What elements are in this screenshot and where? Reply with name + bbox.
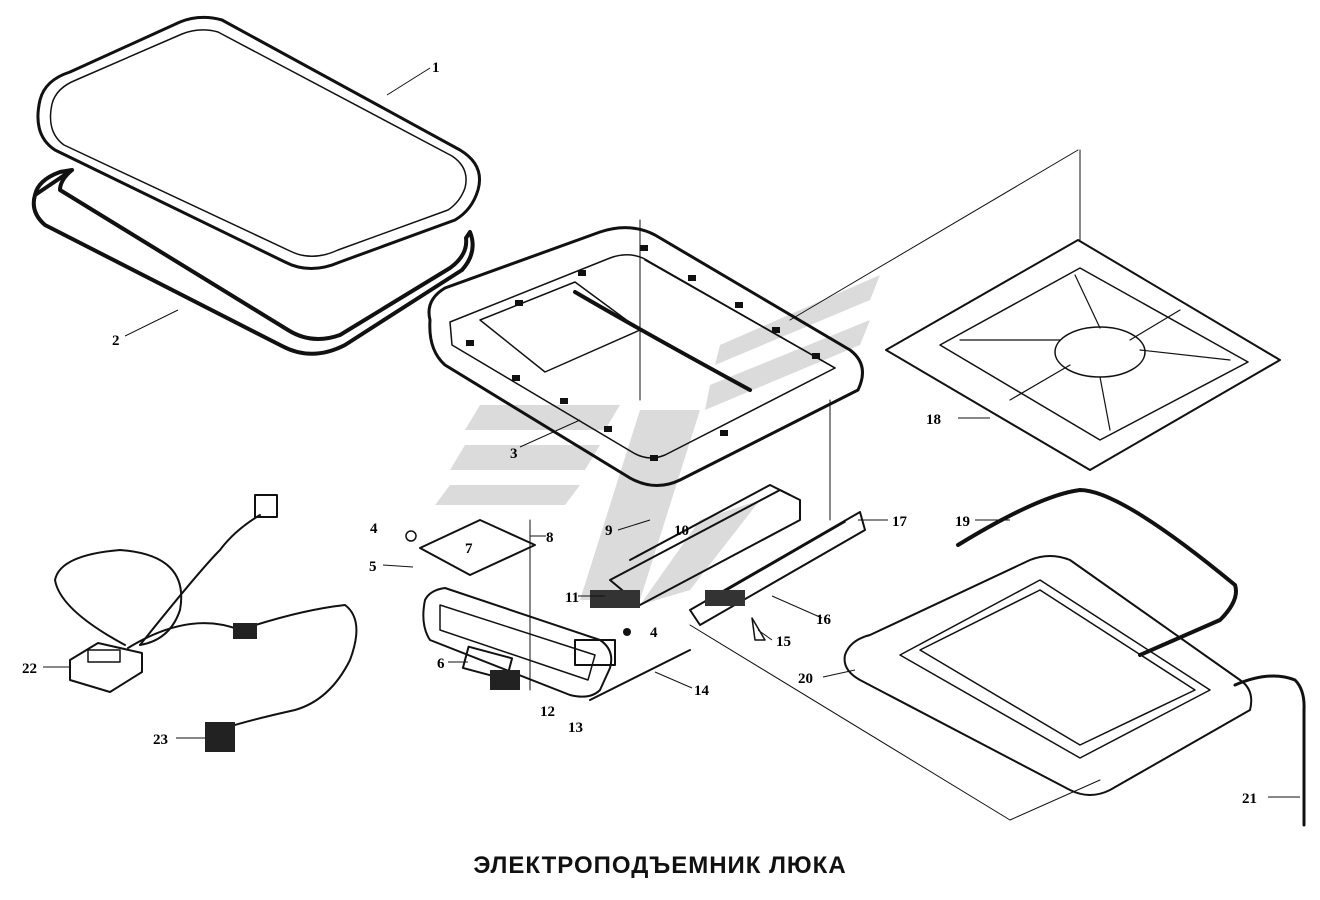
callout-5: 5 — [369, 559, 377, 575]
callout-2: 2 — [112, 333, 120, 349]
callout-16: 16 — [816, 612, 832, 628]
glass-panel — [36, 15, 481, 270]
callout-13: 13 — [568, 720, 583, 736]
callout-4: 4 — [370, 521, 378, 537]
diagram-title: ЭЛЕКТРОПОДЪЕМНИК ЛЮКА — [473, 852, 847, 879]
callout-18: 18 — [926, 412, 941, 428]
callout-3: 3 — [510, 446, 518, 462]
switch-and-harness — [54, 494, 358, 752]
seal-gasket — [31, 168, 475, 356]
callout-6: 6 — [437, 656, 445, 672]
callout-22: 22 — [22, 661, 37, 677]
leader-lines — [43, 67, 1300, 798]
callout-8: 8 — [546, 530, 554, 546]
drive-cable — [956, 488, 1238, 657]
callout-23: 23 — [153, 732, 168, 748]
callout-labels: 1 2 3 4 5 6 7 8 9 10 11 4 12 13 14 15 16… — [22, 60, 1257, 807]
callout-7: 7 — [465, 541, 473, 557]
callout-15: 15 — [776, 634, 791, 650]
callout-1: 1 — [432, 60, 440, 76]
lift-mechanism — [405, 399, 866, 701]
callout-21: 21 — [1242, 791, 1257, 807]
callout-14: 14 — [694, 683, 710, 699]
callout-17: 17 — [892, 514, 908, 530]
sunroof-frame — [427, 219, 864, 487]
callout-11: 11 — [565, 590, 579, 606]
trim-panel — [789, 149, 1281, 471]
callout-20: 20 — [798, 671, 813, 687]
callout-19: 19 — [955, 514, 970, 530]
callout-9: 9 — [605, 523, 613, 539]
sliding-cassette — [689, 555, 1253, 821]
callout-4b: 4 — [650, 625, 658, 641]
callout-12: 12 — [540, 704, 555, 720]
callout-10: 10 — [674, 523, 689, 539]
drain-tube — [1233, 674, 1306, 827]
